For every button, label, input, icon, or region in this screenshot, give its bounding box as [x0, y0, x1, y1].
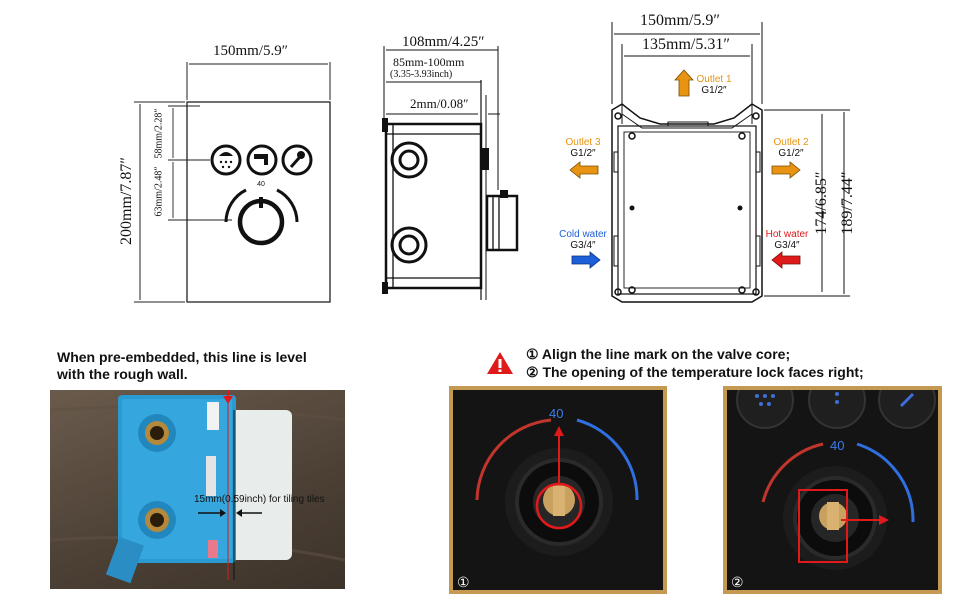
- outlet1-size: G1/2″: [701, 85, 727, 96]
- front-width-label: 150mm/5.9″: [213, 43, 288, 59]
- outlet3-size: G1/2″: [570, 148, 596, 159]
- button-hand-shower: [281, 144, 313, 176]
- valve-body-back: [617, 125, 757, 295]
- back-inner-height-label: 174/6.85″: [813, 171, 830, 235]
- overhead-shower-icon: [219, 152, 233, 169]
- outlet2-size: G1/2″: [778, 148, 804, 159]
- knob-offset-label: 63mm/2.48″: [153, 166, 165, 217]
- install-note: When pre-embedded, this line is level wi…: [57, 349, 367, 383]
- hot-water-size: G3/4″: [774, 240, 800, 251]
- hot-water-name: Hot water: [765, 229, 809, 240]
- mounting-plate: [611, 103, 763, 303]
- side-range-inch-label: (3.35-3.93inch): [390, 69, 453, 80]
- port-bottom: [390, 226, 428, 264]
- knob-arc-right: [276, 188, 299, 223]
- cold-water-arrow: [571, 251, 601, 269]
- back-view-drawing: [569, 22, 850, 303]
- install-note-line1: When pre-embedded, this line is level: [57, 349, 307, 365]
- outlet2-arrow: [771, 161, 801, 179]
- outlet3-arrow: [569, 161, 599, 179]
- outlet2-name: Outlet 2: [773, 137, 809, 148]
- dial-number-1: 40: [549, 406, 564, 421]
- dial-number-2: 40: [830, 438, 845, 453]
- instruction-step2: ② The opening of the temperature lock fa…: [526, 364, 864, 380]
- back-inner-width-label: 135mm/5.31″: [642, 36, 730, 53]
- handle-side: [485, 194, 519, 252]
- warning-icon: [486, 350, 514, 381]
- front-height-label: 200mm/7.87″: [118, 157, 135, 245]
- outlet3-name: Outlet 3: [565, 137, 601, 148]
- front-view: 150mm/5.9″ 200mm/7.87″ 58mm/2.28″ 63mm/2…: [0, 0, 340, 310]
- hot-water-arrow: [771, 251, 801, 269]
- port-top: [390, 141, 428, 179]
- tile-label: 15mm(0.59inch) for tiling tiles: [194, 494, 325, 505]
- valve-photo-1-drawing: [453, 390, 663, 590]
- spout-icon: [254, 154, 268, 165]
- cold-water-name: Cold water: [559, 229, 607, 240]
- knob-arc-left: [224, 188, 247, 223]
- hand-shower-icon: [289, 151, 305, 168]
- valve-photo-2-drawing: [727, 390, 938, 590]
- valve-photo-2: 40 ②: [723, 386, 942, 594]
- front-view-drawing: [134, 62, 331, 303]
- outlet1-arrow: [674, 69, 694, 97]
- back-height-label: 189/7.44″: [839, 171, 856, 235]
- install-photo: 15mm(0.59inch) for tiling tiles: [50, 390, 345, 589]
- valve-body: [384, 122, 483, 290]
- side-gap-label: 2mm/0.08″: [410, 96, 469, 111]
- back-width-label: 150mm/5.9″: [640, 12, 720, 29]
- outlet1-name: Outlet 1: [696, 74, 732, 85]
- photo2-badge: ②: [731, 574, 744, 590]
- install-photo-drawing: [50, 390, 345, 584]
- install-note-line2: with the rough wall.: [57, 366, 188, 382]
- side-view-drawing: [382, 46, 519, 300]
- side-range-label: 85mm-100mm: [393, 55, 465, 69]
- photo1-badge: ①: [457, 574, 470, 590]
- side-view: 108mm/4.25″ 85mm-100mm (3.35-3.93inch) 2…: [360, 0, 540, 310]
- button-overhead-shower: [210, 144, 242, 176]
- valve-photo-1: 40 ①: [449, 386, 667, 594]
- back-view: 150mm/5.9″ 135mm/5.31″ Outlet 1 G1/2″ Ou…: [550, 0, 880, 310]
- front-panel-outline: [186, 101, 331, 303]
- button-spout: [246, 144, 278, 176]
- side-depth-label: 108mm/4.25″: [402, 34, 485, 50]
- instruction-step1: ① Align the line mark on the valve core;: [526, 346, 791, 362]
- cold-water-size: G3/4″: [570, 240, 596, 251]
- knob-number: 40: [257, 181, 265, 188]
